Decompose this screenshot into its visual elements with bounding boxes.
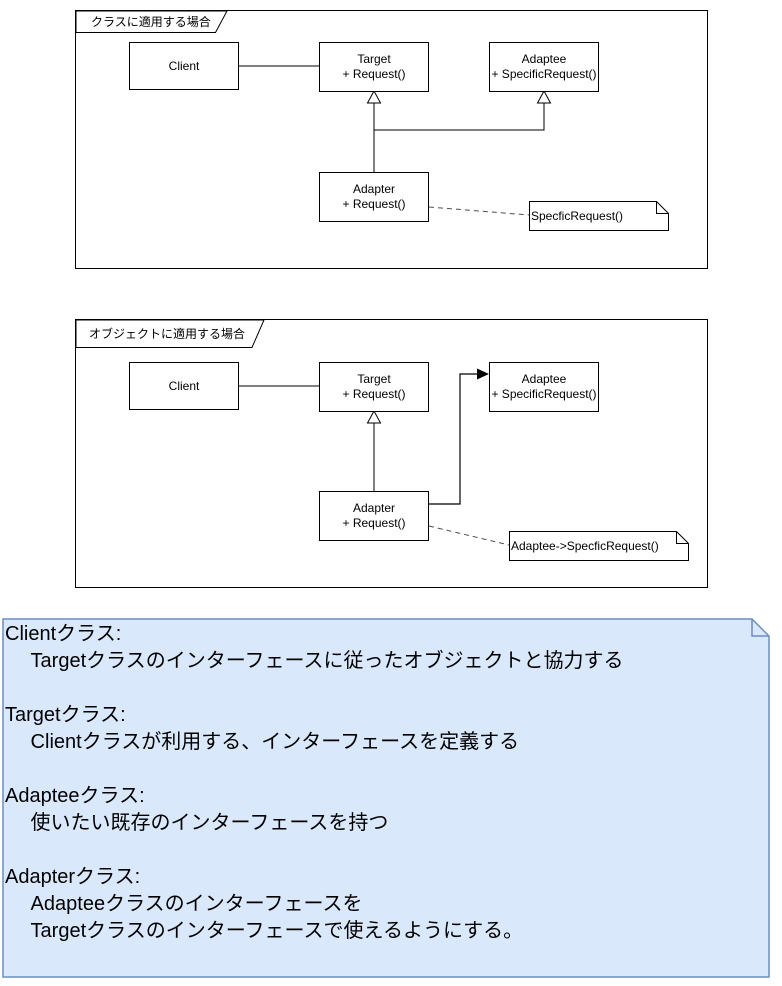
class-box-client: Client bbox=[129, 362, 239, 410]
frame-object-adapter: オブジェクトに適用する場合 Client Target + Request() … bbox=[75, 319, 708, 588]
frame-tab-shape bbox=[75, 10, 228, 33]
uml-note: SpecficRequest() bbox=[529, 201, 669, 231]
class-name: Client bbox=[168, 58, 200, 73]
uml-note: Adaptee->SpecficRequest() bbox=[509, 531, 689, 561]
class-box-target: Target + Request() bbox=[319, 362, 429, 412]
note-text: Adaptee->SpecficRequest() bbox=[511, 539, 659, 553]
class-method: + Request() bbox=[342, 67, 406, 81]
description-note: Clientクラス: Targetクラスのインターフェースに従ったオブジェクトと… bbox=[2, 618, 770, 978]
description-text: Clientクラス: Targetクラスのインターフェースに従ったオブジェクトと… bbox=[5, 623, 624, 942]
frame-tab-label: オブジェクトに適用する場合 bbox=[89, 327, 246, 341]
class-box-adaptee: Adaptee + SpecificRequest() bbox=[489, 362, 599, 412]
class-name: Adaptee bbox=[521, 52, 567, 66]
class-name: Adapter bbox=[352, 182, 396, 196]
frame-tab-shape bbox=[75, 319, 265, 348]
class-name: Adaptee bbox=[521, 372, 567, 386]
class-method: + Request() bbox=[342, 516, 406, 530]
class-box-adapter: Adapter + Request() bbox=[319, 491, 429, 541]
class-box-target: Target + Request() bbox=[319, 42, 429, 92]
frame-tab-label: クラスに適用する場合 bbox=[91, 15, 211, 29]
class-name: Target bbox=[357, 52, 391, 66]
class-name: Target bbox=[357, 372, 391, 386]
class-box-client: Client bbox=[129, 42, 239, 90]
note-shape bbox=[529, 201, 669, 231]
class-box-adapter: Adapter + Request() bbox=[319, 172, 429, 222]
class-method: + SpecificRequest() bbox=[491, 387, 597, 401]
class-name: Client bbox=[168, 378, 200, 393]
note-text: SpecficRequest() bbox=[531, 209, 624, 223]
class-name: Adapter bbox=[352, 501, 396, 515]
note-shape bbox=[2, 618, 770, 978]
class-method: + Request() bbox=[342, 387, 406, 401]
note-shape bbox=[509, 531, 689, 561]
class-box-adaptee: Adaptee + SpecificRequest() bbox=[489, 42, 599, 92]
class-method: + SpecificRequest() bbox=[491, 67, 597, 81]
class-method: + Request() bbox=[342, 197, 406, 211]
frame-class-adapter: クラスに適用する場合 Client Target + Request() Ada… bbox=[75, 10, 708, 269]
